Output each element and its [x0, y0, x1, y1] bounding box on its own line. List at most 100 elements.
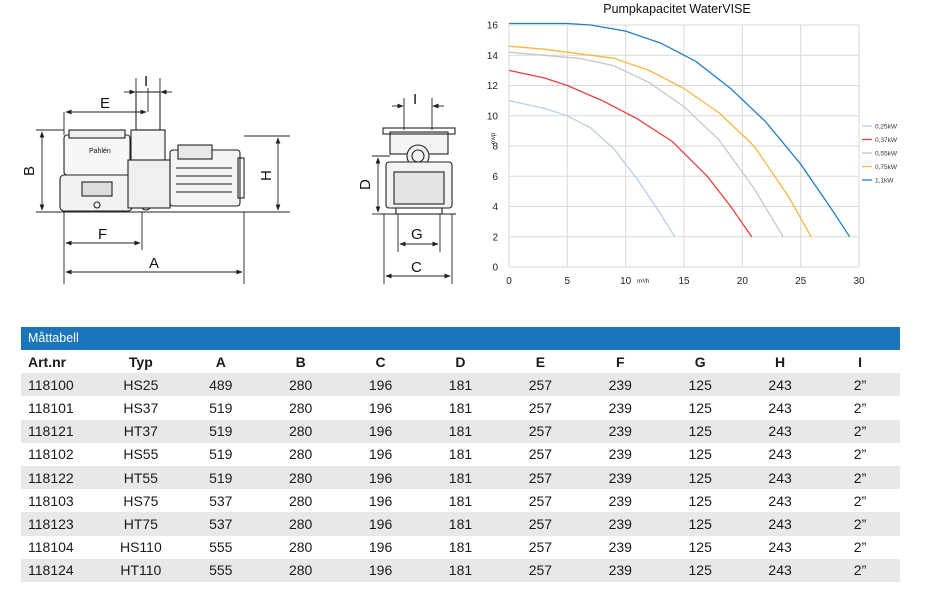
brand-text: Pahlén	[89, 148, 111, 155]
table-cell: 118104	[28, 539, 74, 556]
table-cell: HT55	[100, 465, 181, 490]
table-cell: 280	[288, 492, 313, 509]
table-cell: 280	[260, 512, 341, 536]
x-axis-label: m³/h	[637, 279, 649, 285]
y-tick-label: 0	[492, 263, 498, 274]
dim-label-c: C	[411, 259, 422, 276]
column-header: H	[775, 353, 786, 370]
table-cell: HS37	[123, 399, 159, 416]
column-header: C	[375, 353, 386, 370]
table-cell: 239	[608, 492, 632, 509]
table-cell: 257	[500, 512, 581, 536]
series-line	[508, 45, 812, 238]
table-cell: 280	[260, 373, 341, 397]
dim-label-i-front: I	[413, 91, 417, 108]
dim-label-i-side: I	[144, 73, 148, 90]
table-cell: 519	[180, 465, 261, 490]
table-cell: 196	[340, 465, 421, 490]
table-cell: 196	[340, 512, 421, 536]
legend-label: 0,25kW	[875, 124, 898, 131]
y-tick-label: 4	[492, 202, 498, 213]
table-cell: 181	[448, 492, 473, 509]
y-tick-label: 6	[492, 172, 498, 183]
y-tick-label: 2	[492, 232, 498, 243]
table-cell: 196	[368, 399, 393, 416]
pump-dimension-drawings: Pahlén E I B H F A	[21, 73, 456, 284]
table-cell: 2”	[820, 558, 900, 582]
table-cell: 118123	[21, 512, 101, 536]
table-cell: 181	[420, 465, 501, 490]
table-cell: 125	[660, 512, 741, 536]
table-cell: 280	[288, 399, 313, 416]
table-cell: 257	[500, 558, 581, 582]
table-cell: 196	[368, 539, 393, 556]
table-title: Måttabell	[21, 327, 900, 350]
table-cell: 118124	[21, 558, 101, 582]
table-cell: 243	[740, 558, 821, 582]
table-cell: HT75	[100, 512, 181, 536]
x-tick-label: 0	[506, 276, 512, 287]
table-cell: 280	[260, 419, 341, 443]
table-cell: 537	[180, 512, 261, 536]
column-header: Art.nr	[28, 353, 67, 370]
y-tick-label: 16	[487, 21, 499, 32]
y-tick-label: 10	[487, 111, 499, 122]
x-tick-label: 20	[737, 276, 749, 287]
table-cell: 257	[528, 446, 553, 463]
table-cell: 243	[768, 399, 792, 416]
column-header: Typ	[128, 353, 153, 370]
table-cell: 239	[580, 512, 661, 536]
table-cell: HS55	[123, 446, 159, 463]
table-cell: 118121	[21, 419, 101, 443]
table-cell: 181	[420, 558, 501, 582]
table-cell: 181	[448, 399, 473, 416]
table-cell: 243	[740, 373, 821, 397]
y-tick-label: 12	[487, 81, 499, 92]
table-cell: 118102	[28, 446, 74, 463]
y-tick-label: 14	[487, 51, 499, 62]
table-cell: 118100	[21, 373, 101, 397]
table-cell: 257	[528, 539, 553, 556]
legend-label: 0,37kW	[875, 137, 898, 144]
table-cell: 181	[448, 539, 473, 556]
legend-label: 0,55kW	[875, 151, 898, 158]
table-cell: 196	[340, 419, 421, 443]
x-tick-label: 15	[678, 276, 690, 287]
column-header: I	[858, 353, 862, 370]
table-cell: 257	[528, 492, 553, 509]
table-cell: 243	[740, 465, 821, 490]
table-cell: 2”	[820, 465, 900, 490]
table-cell: 555	[180, 558, 261, 582]
legend-label: 0,75kW	[875, 164, 898, 171]
table-cell: 239	[580, 373, 661, 397]
table-cell: 118122	[21, 465, 101, 490]
table-cell: 125	[688, 446, 712, 463]
table-cell: 181	[420, 419, 501, 443]
table-cell: 239	[580, 465, 661, 490]
dim-label-h: H	[258, 170, 275, 181]
table-cell: 519	[209, 446, 233, 463]
table-cell: 125	[660, 419, 741, 443]
table-cell: 239	[608, 539, 632, 556]
table-cell: 2”	[853, 539, 867, 556]
dim-label-d: D	[357, 179, 374, 190]
column-header: B	[295, 353, 306, 370]
dim-label-g: G	[411, 226, 423, 243]
y-tick-label: 8	[492, 142, 498, 153]
table-cell: 196	[368, 446, 393, 463]
pump-front-view	[380, 127, 456, 215]
table-cell: HT37	[100, 419, 181, 443]
table-cell: 239	[580, 419, 661, 443]
